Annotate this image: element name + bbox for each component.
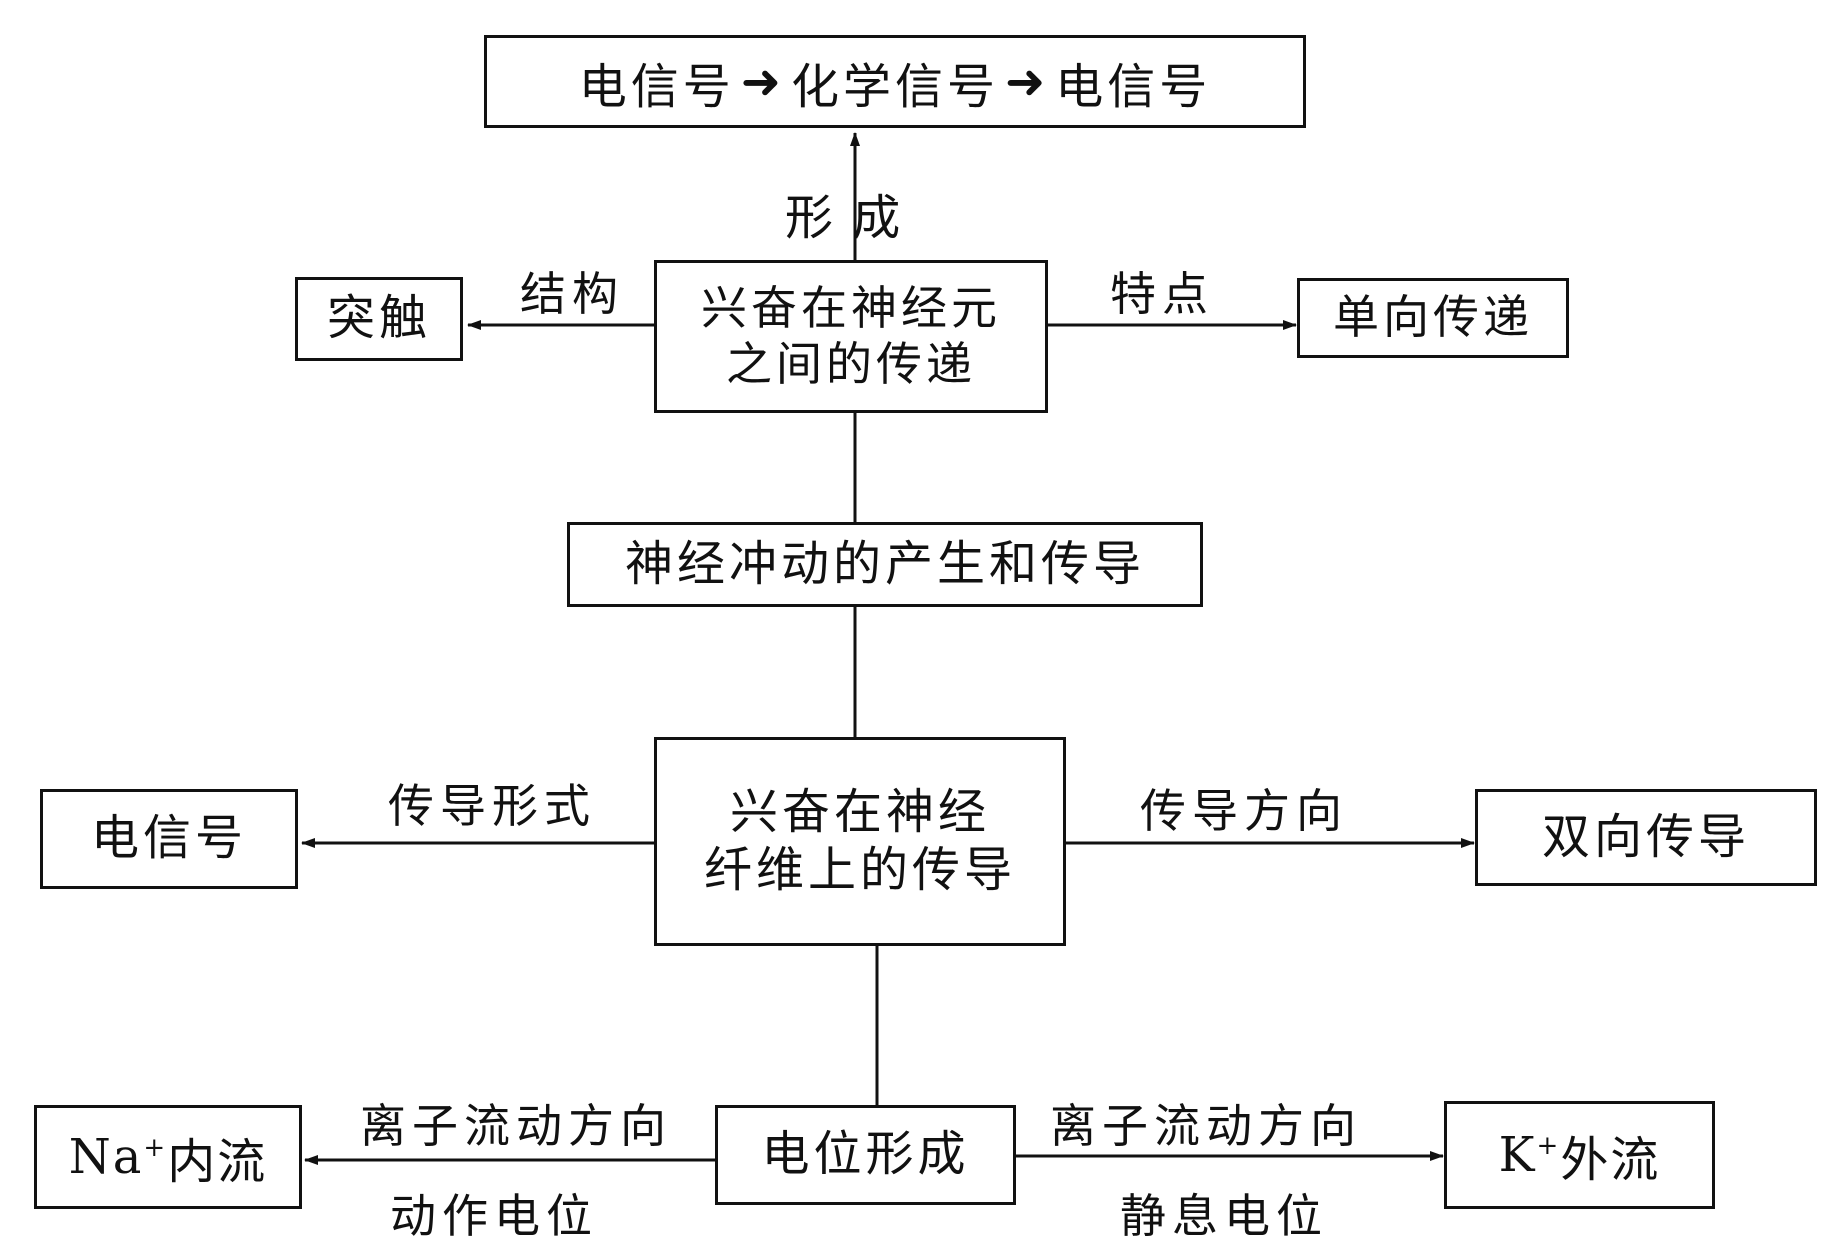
synapse-center-text: 兴奋在神经元 之间的传递 — [701, 281, 1001, 391]
action-potential-result-box: Na+内流 — [34, 1105, 302, 1209]
edge-label-conduction-form: 传导形式 — [388, 779, 596, 833]
potential-center-text: 电位形成 — [761, 1126, 970, 1183]
signal-electric-1: 电信号 — [578, 58, 735, 115]
synapse-right-box: 单向传递 — [1297, 278, 1569, 358]
fiber-center-box: 兴奋在神经 纤维上的传导 — [654, 737, 1066, 946]
fiber-right-box: 双向传导 — [1475, 789, 1817, 886]
root-box: 神经冲动的产生和传导 — [567, 522, 1203, 607]
potential-center-box: 电位形成 — [715, 1105, 1016, 1205]
edge-label-ion-direction-right: 离子流动方向 — [1050, 1099, 1362, 1153]
edge-label-action-potential: 动作电位 — [390, 1189, 598, 1243]
na-ion: Na+ — [68, 1129, 168, 1185]
right-arrow-icon: ➜ — [740, 53, 785, 110]
synapse-center-box: 兴奋在神经元 之间的传递 — [654, 260, 1048, 413]
synapse-left-box: 突触 — [295, 277, 463, 361]
fiber-left-box: 电信号 — [40, 789, 298, 889]
edge-label-conduction-direction: 传导方向 — [1140, 784, 1348, 838]
k-flow-text: 外流 — [1560, 1132, 1661, 1188]
signal-conversion-box: 电信号 ➜ 化学信号 ➜ 电信号 — [484, 35, 1306, 128]
signal-electric-2: 电信号 — [1055, 58, 1212, 115]
fiber-right-text: 双向传导 — [1541, 808, 1750, 865]
edge-label-structure: 结构 — [520, 267, 624, 321]
edge-label-ion-direction-left: 离子流动方向 — [360, 1099, 672, 1153]
edge-label-feature: 特点 — [1110, 267, 1214, 321]
edge-label-form: 形 成 — [785, 190, 903, 246]
resting-potential-result-box: K+外流 — [1444, 1101, 1715, 1209]
na-flow-text: 内流 — [167, 1134, 268, 1190]
k-ion: K+ — [1498, 1127, 1561, 1183]
fiber-left-text: 电信号 — [90, 810, 247, 867]
edge-label-resting-potential: 静息电位 — [1120, 1189, 1328, 1243]
synapse-right-text: 单向传递 — [1333, 290, 1533, 345]
fiber-center-text: 兴奋在神经 纤维上的传导 — [703, 783, 1016, 898]
root-text: 神经冲动的产生和传导 — [624, 535, 1145, 592]
synapse-left-text: 突触 — [326, 290, 431, 347]
right-arrow-icon: ➜ — [1005, 53, 1050, 110]
signal-chemical: 化学信号 — [790, 58, 999, 115]
